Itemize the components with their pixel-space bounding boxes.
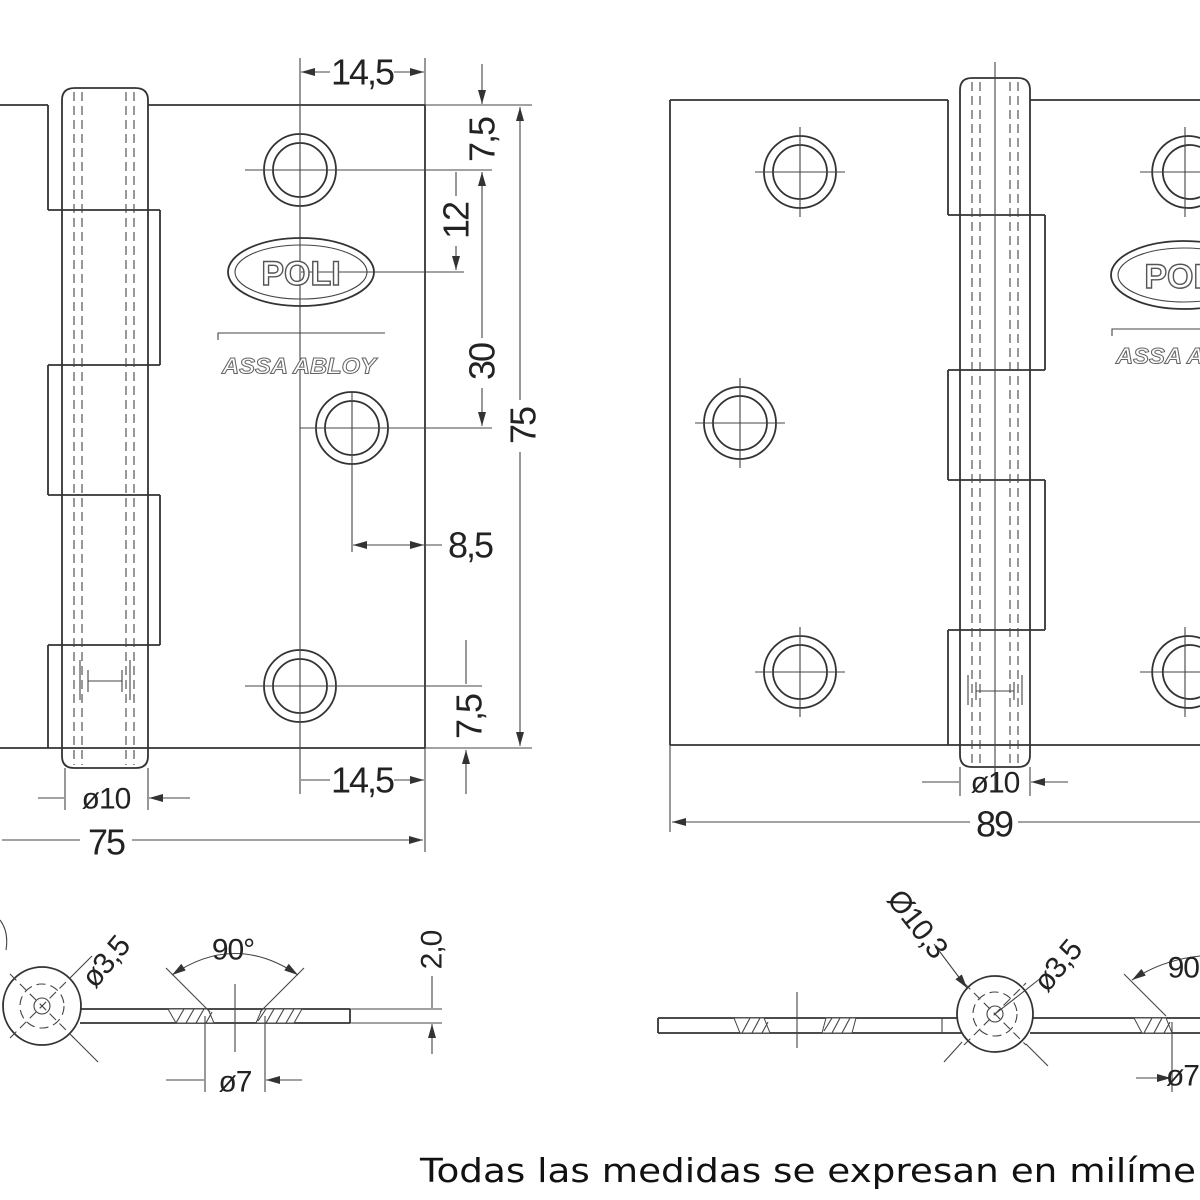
right-section-hatch-lines-c bbox=[1143, 1017, 1171, 1034]
left-section-leaf-extension bbox=[350, 1008, 442, 1024]
dim-right-section-countersink-diameter: ø7 bbox=[1166, 1060, 1199, 1093]
right-section-countersink-a bbox=[733, 1017, 771, 1034]
right-knuckle-pin-hidden-lines bbox=[971, 82, 1019, 765]
dim-middle-hole-edge-offset: 8,5 bbox=[448, 525, 493, 566]
left-section-hatch-lines bbox=[175, 1008, 295, 1024]
left-section-knuckle-outer bbox=[2, 966, 82, 1046]
right-section-view: Ø10,3 ø3,5 90 ø7 bbox=[657, 884, 1200, 1093]
right-logo: POLI ASSA ABLOY bbox=[1110, 240, 1200, 369]
svg-text:ASSA ABLOY: ASSA ABLOY bbox=[1115, 344, 1200, 369]
right-section-angle-line bbox=[1123, 973, 1167, 1017]
left-center-lines bbox=[245, 58, 492, 794]
svg-text:POLI: POLI bbox=[1144, 258, 1200, 296]
right-section-leaf-right bbox=[1030, 1017, 1200, 1034]
dim-top-hole-edge-offset: 14,5 bbox=[331, 52, 394, 93]
dim-bottom-hole-bottom-offset: 7,5 bbox=[449, 694, 490, 739]
right-screw-hole-left-middle bbox=[695, 378, 785, 468]
dim-left-width: 75 bbox=[88, 822, 125, 863]
dim-right-knuckle-diameter: ø10 bbox=[971, 767, 1020, 800]
dim-left-section-angle: 90° bbox=[212, 934, 254, 967]
left-leaf-outline bbox=[0, 104, 426, 749]
dim-right-section-hole-diameter: ø3,5 bbox=[1027, 934, 1088, 998]
dim-left-knuckle-diameter: ø10 bbox=[82, 783, 131, 816]
dim-top-hole-to-middle-hole: 30 bbox=[462, 343, 503, 380]
left-section-pin bbox=[33, 997, 51, 1015]
right-section-knuckle-outer bbox=[956, 975, 1034, 1053]
left-knuckle-outline bbox=[47, 87, 161, 769]
right-screw-hole-left-bottom bbox=[755, 627, 845, 717]
dim-top-hole-top-offset: 7,5 bbox=[462, 117, 503, 162]
right-section-hatch-lines bbox=[741, 1017, 851, 1034]
dim-right-section-angle: 90 bbox=[1168, 952, 1200, 985]
right-screw-hole-right-bottom bbox=[1140, 627, 1200, 717]
left-logo: POLI ASSA ABLOY bbox=[217, 237, 385, 379]
left-section-view: ø3,5 90° ø7 2,0 bbox=[0, 919, 449, 1099]
right-knuckle-pin-mark bbox=[967, 675, 1023, 705]
dim-right-width: 89 bbox=[976, 804, 1013, 845]
right-screw-hole-right-top bbox=[1140, 127, 1200, 217]
left-hinge-front-view: POLI ASSA ABLOY 14,5 7,5 12 30 75 8,5 7,… bbox=[0, 52, 544, 863]
right-section-leaf-left bbox=[657, 1017, 962, 1034]
left-section-angle-arc bbox=[171, 952, 299, 976]
right-section-hole-leader bbox=[943, 973, 1049, 1067]
dim-bottom-hole-edge-offset: 14,5 bbox=[331, 760, 394, 801]
dim-left-section-countersink-diameter: ø7 bbox=[218, 1066, 251, 1099]
left-section-countersink-right bbox=[255, 1008, 303, 1024]
left-knuckle-pin-hidden-lines bbox=[73, 92, 135, 765]
left-section-hole-leader bbox=[71, 955, 99, 1063]
right-hinge-front-view: POLI ASSA ABLOY ø10 89 bbox=[669, 62, 1200, 845]
right-screw-hole-left-top bbox=[755, 127, 845, 217]
dim-top-hole-to-logo: 12 bbox=[436, 202, 477, 239]
dim-left-section-thickness: 2,0 bbox=[416, 930, 449, 969]
right-section-pin bbox=[986, 1005, 1004, 1023]
right-section-knuckle-inner bbox=[972, 991, 1018, 1037]
measurement-units-note: Todas las medidas se expresan en milíme bbox=[419, 1151, 1196, 1190]
dim-left-height: 75 bbox=[503, 407, 544, 444]
right-section-angle-arc bbox=[1131, 955, 1200, 981]
left-section-knuckle-cross bbox=[9, 973, 75, 1039]
left-section-partial-arc bbox=[0, 919, 8, 951]
right-section-outer-leader bbox=[933, 943, 968, 989]
left-section-angle-lines bbox=[165, 967, 305, 1013]
right-leaf-outline bbox=[669, 99, 1200, 746]
left-knuckle-pin-mark bbox=[79, 660, 131, 700]
left-logo-group: ASSA ABLOY bbox=[221, 354, 379, 379]
left-section-knuckle-inner bbox=[19, 983, 65, 1029]
right-section-countersink-c bbox=[1133, 1017, 1173, 1034]
left-section-leaf bbox=[80, 1008, 351, 1024]
dim-left-section-hole-diameter: ø3,5 bbox=[75, 930, 136, 994]
dim-right-section-knuckle-diameter: Ø10,3 bbox=[880, 884, 953, 965]
left-logo-brand: POLI bbox=[261, 255, 340, 293]
right-knuckle-outline bbox=[947, 77, 1046, 768]
